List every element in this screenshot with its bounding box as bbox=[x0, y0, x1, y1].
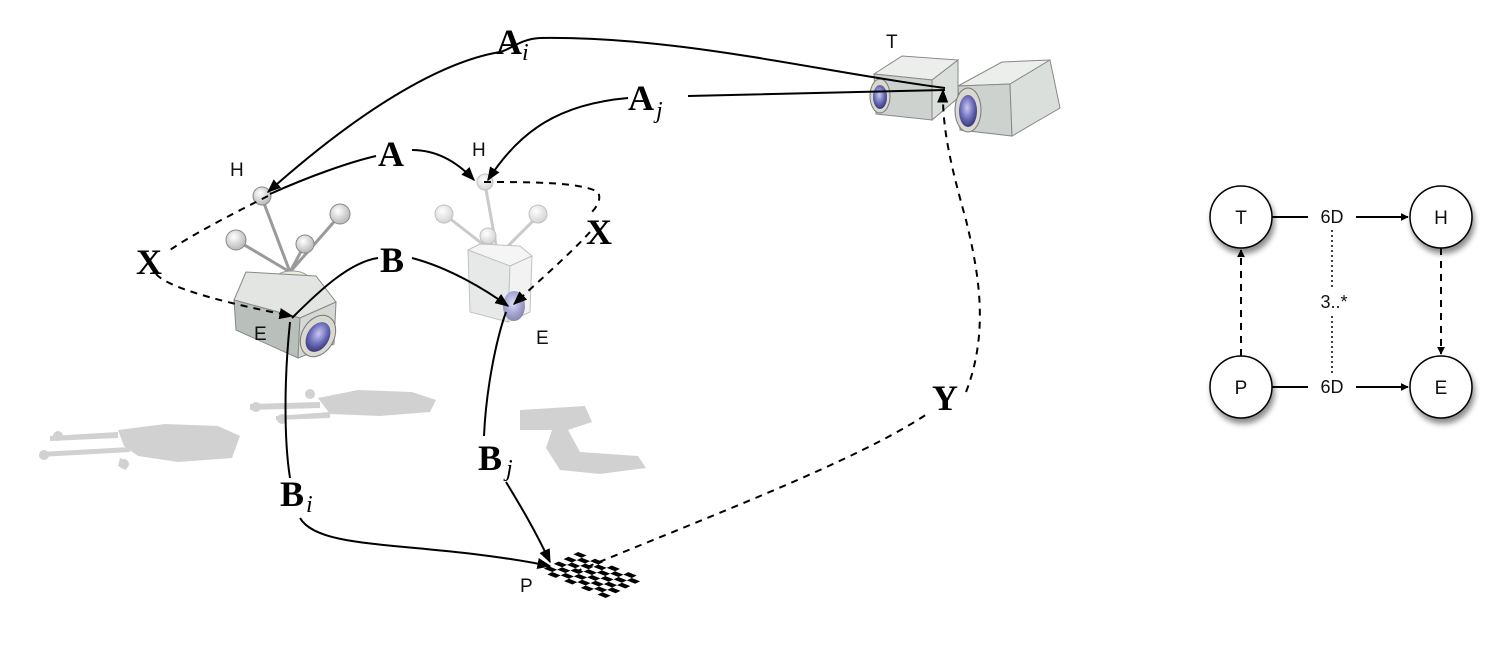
edge-label-p-e: 6D bbox=[1320, 377, 1343, 397]
node-p-label: P bbox=[1235, 378, 1248, 399]
node-e-label: E bbox=[1435, 378, 1448, 399]
checker-square bbox=[593, 586, 608, 593]
shadow-middle-camera bbox=[318, 390, 436, 416]
checker-square bbox=[583, 569, 597, 575]
checker-square bbox=[573, 574, 588, 580]
label-a-j: A bbox=[628, 78, 654, 118]
checker-square bbox=[597, 592, 611, 599]
label-a-i-sub: i bbox=[522, 40, 529, 66]
edge-label-t-h: 6D bbox=[1320, 207, 1343, 227]
frame-label-e-left: E bbox=[254, 324, 267, 345]
arrow-x-right bbox=[483, 181, 601, 215]
node-p: P bbox=[1209, 355, 1273, 419]
node-t-label: T bbox=[1235, 208, 1247, 229]
shadow-left-stick-1 bbox=[50, 432, 118, 441]
checker-square bbox=[543, 566, 558, 573]
checker-square bbox=[610, 571, 624, 577]
checker-square bbox=[607, 587, 621, 594]
checker-square bbox=[547, 572, 561, 578]
arrow-b-j bbox=[483, 311, 550, 562]
arrow-y bbox=[574, 90, 981, 573]
ground-shadows bbox=[39, 389, 646, 474]
node-e: E bbox=[1409, 355, 1473, 419]
calibration-pattern bbox=[543, 551, 641, 599]
checker-square bbox=[577, 579, 591, 586]
arrow-x-left bbox=[155, 195, 292, 316]
label-b-j: B bbox=[478, 438, 502, 478]
arrow-b-i bbox=[284, 321, 551, 566]
checker-square bbox=[623, 572, 637, 578]
checker-square bbox=[563, 556, 577, 563]
node-h-label: H bbox=[1434, 208, 1448, 229]
label-b-i: B bbox=[280, 474, 304, 514]
middle-camera-with-marker bbox=[434, 173, 548, 323]
checker-square bbox=[564, 578, 578, 585]
stereo-tracker bbox=[869, 55, 1061, 137]
arrow-a-i bbox=[266, 36, 946, 193]
checker-square bbox=[590, 558, 604, 565]
frame-graph: 6D 6D 3..* T H P E bbox=[1209, 185, 1473, 419]
checker-square bbox=[587, 575, 601, 581]
label-y: Y bbox=[932, 378, 958, 418]
checker-square bbox=[560, 573, 574, 579]
label-x-right: X bbox=[586, 212, 612, 252]
arrow-a bbox=[269, 149, 474, 195]
checker-square bbox=[580, 585, 594, 592]
arrow-x-right-lower bbox=[512, 231, 591, 305]
frame-label-p: P bbox=[520, 576, 533, 597]
scene-labels: H H E E T P A i A j A B B i B j X X Y bbox=[136, 22, 958, 597]
frame-label-t: T bbox=[886, 32, 898, 53]
node-h: H bbox=[1409, 185, 1473, 249]
checker-square bbox=[566, 562, 581, 569]
checker-square bbox=[593, 564, 607, 571]
checker-square bbox=[590, 580, 604, 587]
arrow-a-j bbox=[488, 89, 946, 180]
checker-square bbox=[606, 565, 620, 572]
shadow-left-camera bbox=[118, 424, 240, 462]
checker-square bbox=[600, 575, 614, 582]
label-x-left: X bbox=[136, 242, 162, 282]
label-b-i-sub: i bbox=[306, 492, 313, 518]
frame-label-h-right: H bbox=[472, 140, 486, 161]
checker-square bbox=[613, 576, 627, 583]
label-a-j-sub: j bbox=[653, 98, 663, 124]
checker-square bbox=[576, 557, 591, 564]
label-b: B bbox=[380, 240, 404, 280]
multiplicity-label: 3..* bbox=[1320, 292, 1347, 312]
checker-square bbox=[573, 551, 587, 558]
checker-square bbox=[617, 582, 631, 589]
frame-label-e-right: E bbox=[536, 328, 549, 349]
checker-square bbox=[603, 581, 618, 588]
checker-square bbox=[596, 570, 611, 576]
checker-square bbox=[553, 561, 567, 568]
shadow-middle-sticks bbox=[250, 402, 330, 420]
frame-label-h-left: H bbox=[230, 160, 244, 181]
node-t: T bbox=[1209, 185, 1273, 249]
label-a-i: A bbox=[496, 22, 522, 62]
label-b-j-sub: j bbox=[503, 456, 513, 482]
shadow-left-stick-2 bbox=[40, 447, 130, 457]
checker-square bbox=[626, 577, 641, 584]
shadow-right-camera bbox=[520, 406, 646, 474]
left-camera-with-marker bbox=[225, 186, 351, 359]
transform-arrows bbox=[155, 36, 981, 573]
checker-square bbox=[557, 567, 571, 574]
label-a: A bbox=[378, 134, 404, 174]
